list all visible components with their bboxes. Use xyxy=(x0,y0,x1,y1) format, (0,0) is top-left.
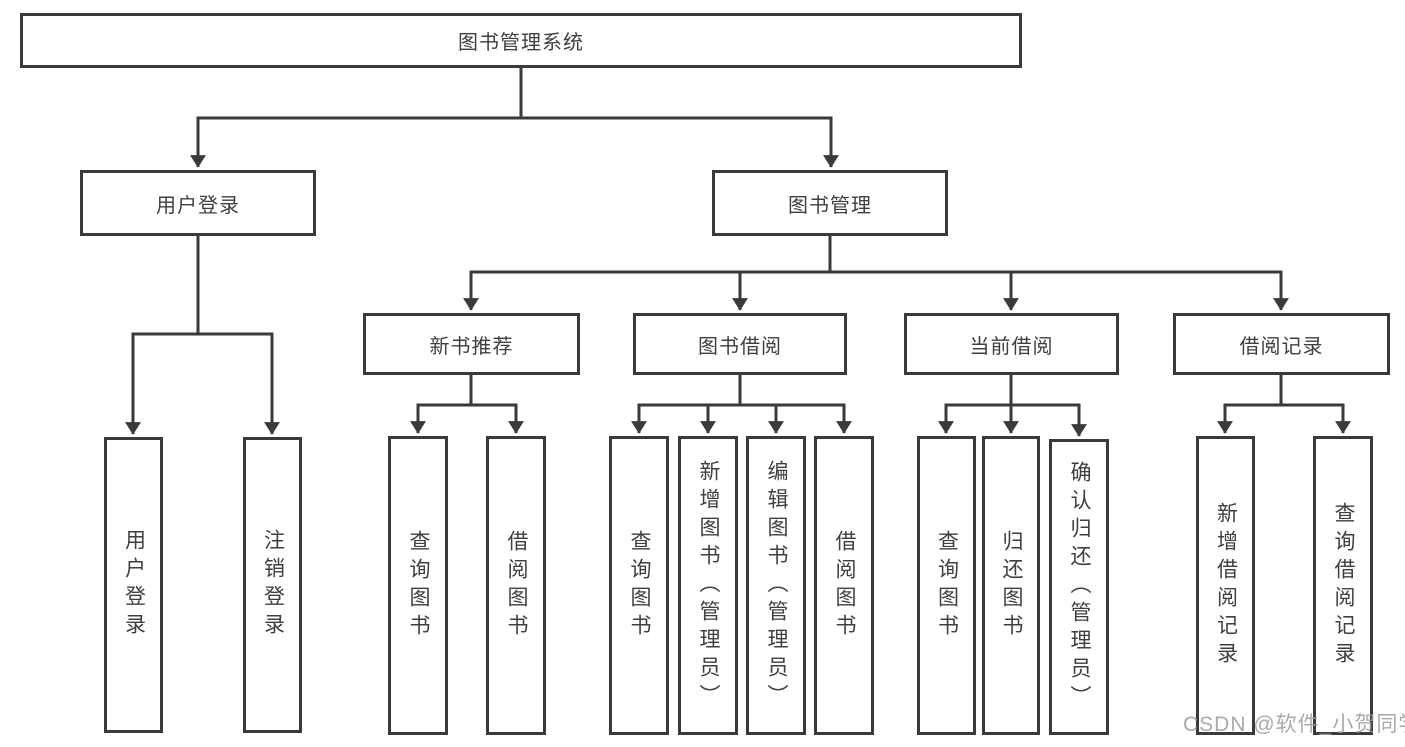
node-book-management-branch: 图书管理 xyxy=(712,170,948,236)
node-root-system: 图书管理系统 xyxy=(20,13,1022,68)
leaf-query-books-recommend-label: 查询图书 xyxy=(407,529,431,642)
leaf-borrow-books-recommend-label: 借阅图书 xyxy=(505,529,529,642)
node-book-borrow: 图书借阅 xyxy=(633,313,847,375)
leaf-query-borrow-record: 查询借阅记录 xyxy=(1313,436,1373,735)
connector-book-mgmt-to-modules xyxy=(463,236,1289,311)
leaf-return-books-label: 归还图书 xyxy=(1000,529,1024,642)
leaf-confirm-return-admin: 确认归还（管理员） xyxy=(1049,439,1109,735)
leaf-add-books-admin: 新增图书（管理员） xyxy=(678,436,738,735)
leaf-query-books-current-label: 查询图书 xyxy=(935,529,959,642)
node-root-system-label: 图书管理系统 xyxy=(458,32,584,54)
node-current-borrow-label: 当前借阅 xyxy=(969,335,1054,358)
node-book-borrow-label: 图书借阅 xyxy=(698,335,782,358)
node-new-book-recommend: 新书推荐 xyxy=(363,313,580,375)
leaf-query-books-current: 查询图书 xyxy=(917,436,976,735)
leaf-query-borrow-record-label: 查询借阅记录 xyxy=(1332,501,1356,670)
connector-module-current-borrow xyxy=(938,375,1087,437)
leaf-add-borrow-record: 新增借阅记录 xyxy=(1196,436,1255,735)
leaf-confirm-return-admin-label: 确认归还（管理员） xyxy=(1068,461,1092,713)
connector-module-borrow-records xyxy=(1217,375,1351,434)
connector-module-new-book xyxy=(410,375,524,434)
csdn-watermark: CSDN @软件_小贺同学 xyxy=(1183,713,1405,736)
connector-user-login-children xyxy=(125,236,280,435)
node-new-book-recommend-label: 新书推荐 xyxy=(429,335,514,358)
leaf-logout-label: 注销登录 xyxy=(261,529,285,641)
leaf-add-borrow-record-label: 新增借阅记录 xyxy=(1214,501,1238,670)
leaf-user-login: 用户登录 xyxy=(104,437,163,733)
leaf-logout: 注销登录 xyxy=(243,437,302,733)
leaf-borrow-books: 借阅图书 xyxy=(814,436,874,735)
leaf-return-books: 归还图书 xyxy=(982,436,1040,735)
leaf-query-books-recommend: 查询图书 xyxy=(388,436,448,735)
connector-root-to-branches xyxy=(190,68,839,168)
leaf-borrow-books-label: 借阅图书 xyxy=(833,529,857,642)
leaf-add-books-admin-label: 新增图书（管理员） xyxy=(697,459,721,712)
node-borrow-records-label: 借阅记录 xyxy=(1239,335,1324,358)
leaf-borrow-books-recommend: 借阅图书 xyxy=(486,436,546,735)
leaf-user-login-label: 用户登录 xyxy=(122,529,146,641)
leaf-edit-books-admin-label: 编辑图书（管理员） xyxy=(765,459,789,712)
node-book-management-branch-label: 图书管理 xyxy=(788,194,872,217)
node-user-login-branch: 用户登录 xyxy=(80,170,316,236)
leaf-edit-books-admin: 编辑图书（管理员） xyxy=(746,436,806,735)
connector-module-book-borrow xyxy=(631,375,852,434)
leaf-query-books-borrow-label: 查询图书 xyxy=(628,529,652,642)
node-borrow-records: 借阅记录 xyxy=(1173,313,1390,375)
node-current-borrow: 当前借阅 xyxy=(904,313,1119,375)
node-user-login-branch-label: 用户登录 xyxy=(156,194,240,217)
leaf-query-books-borrow: 查询图书 xyxy=(609,436,669,735)
